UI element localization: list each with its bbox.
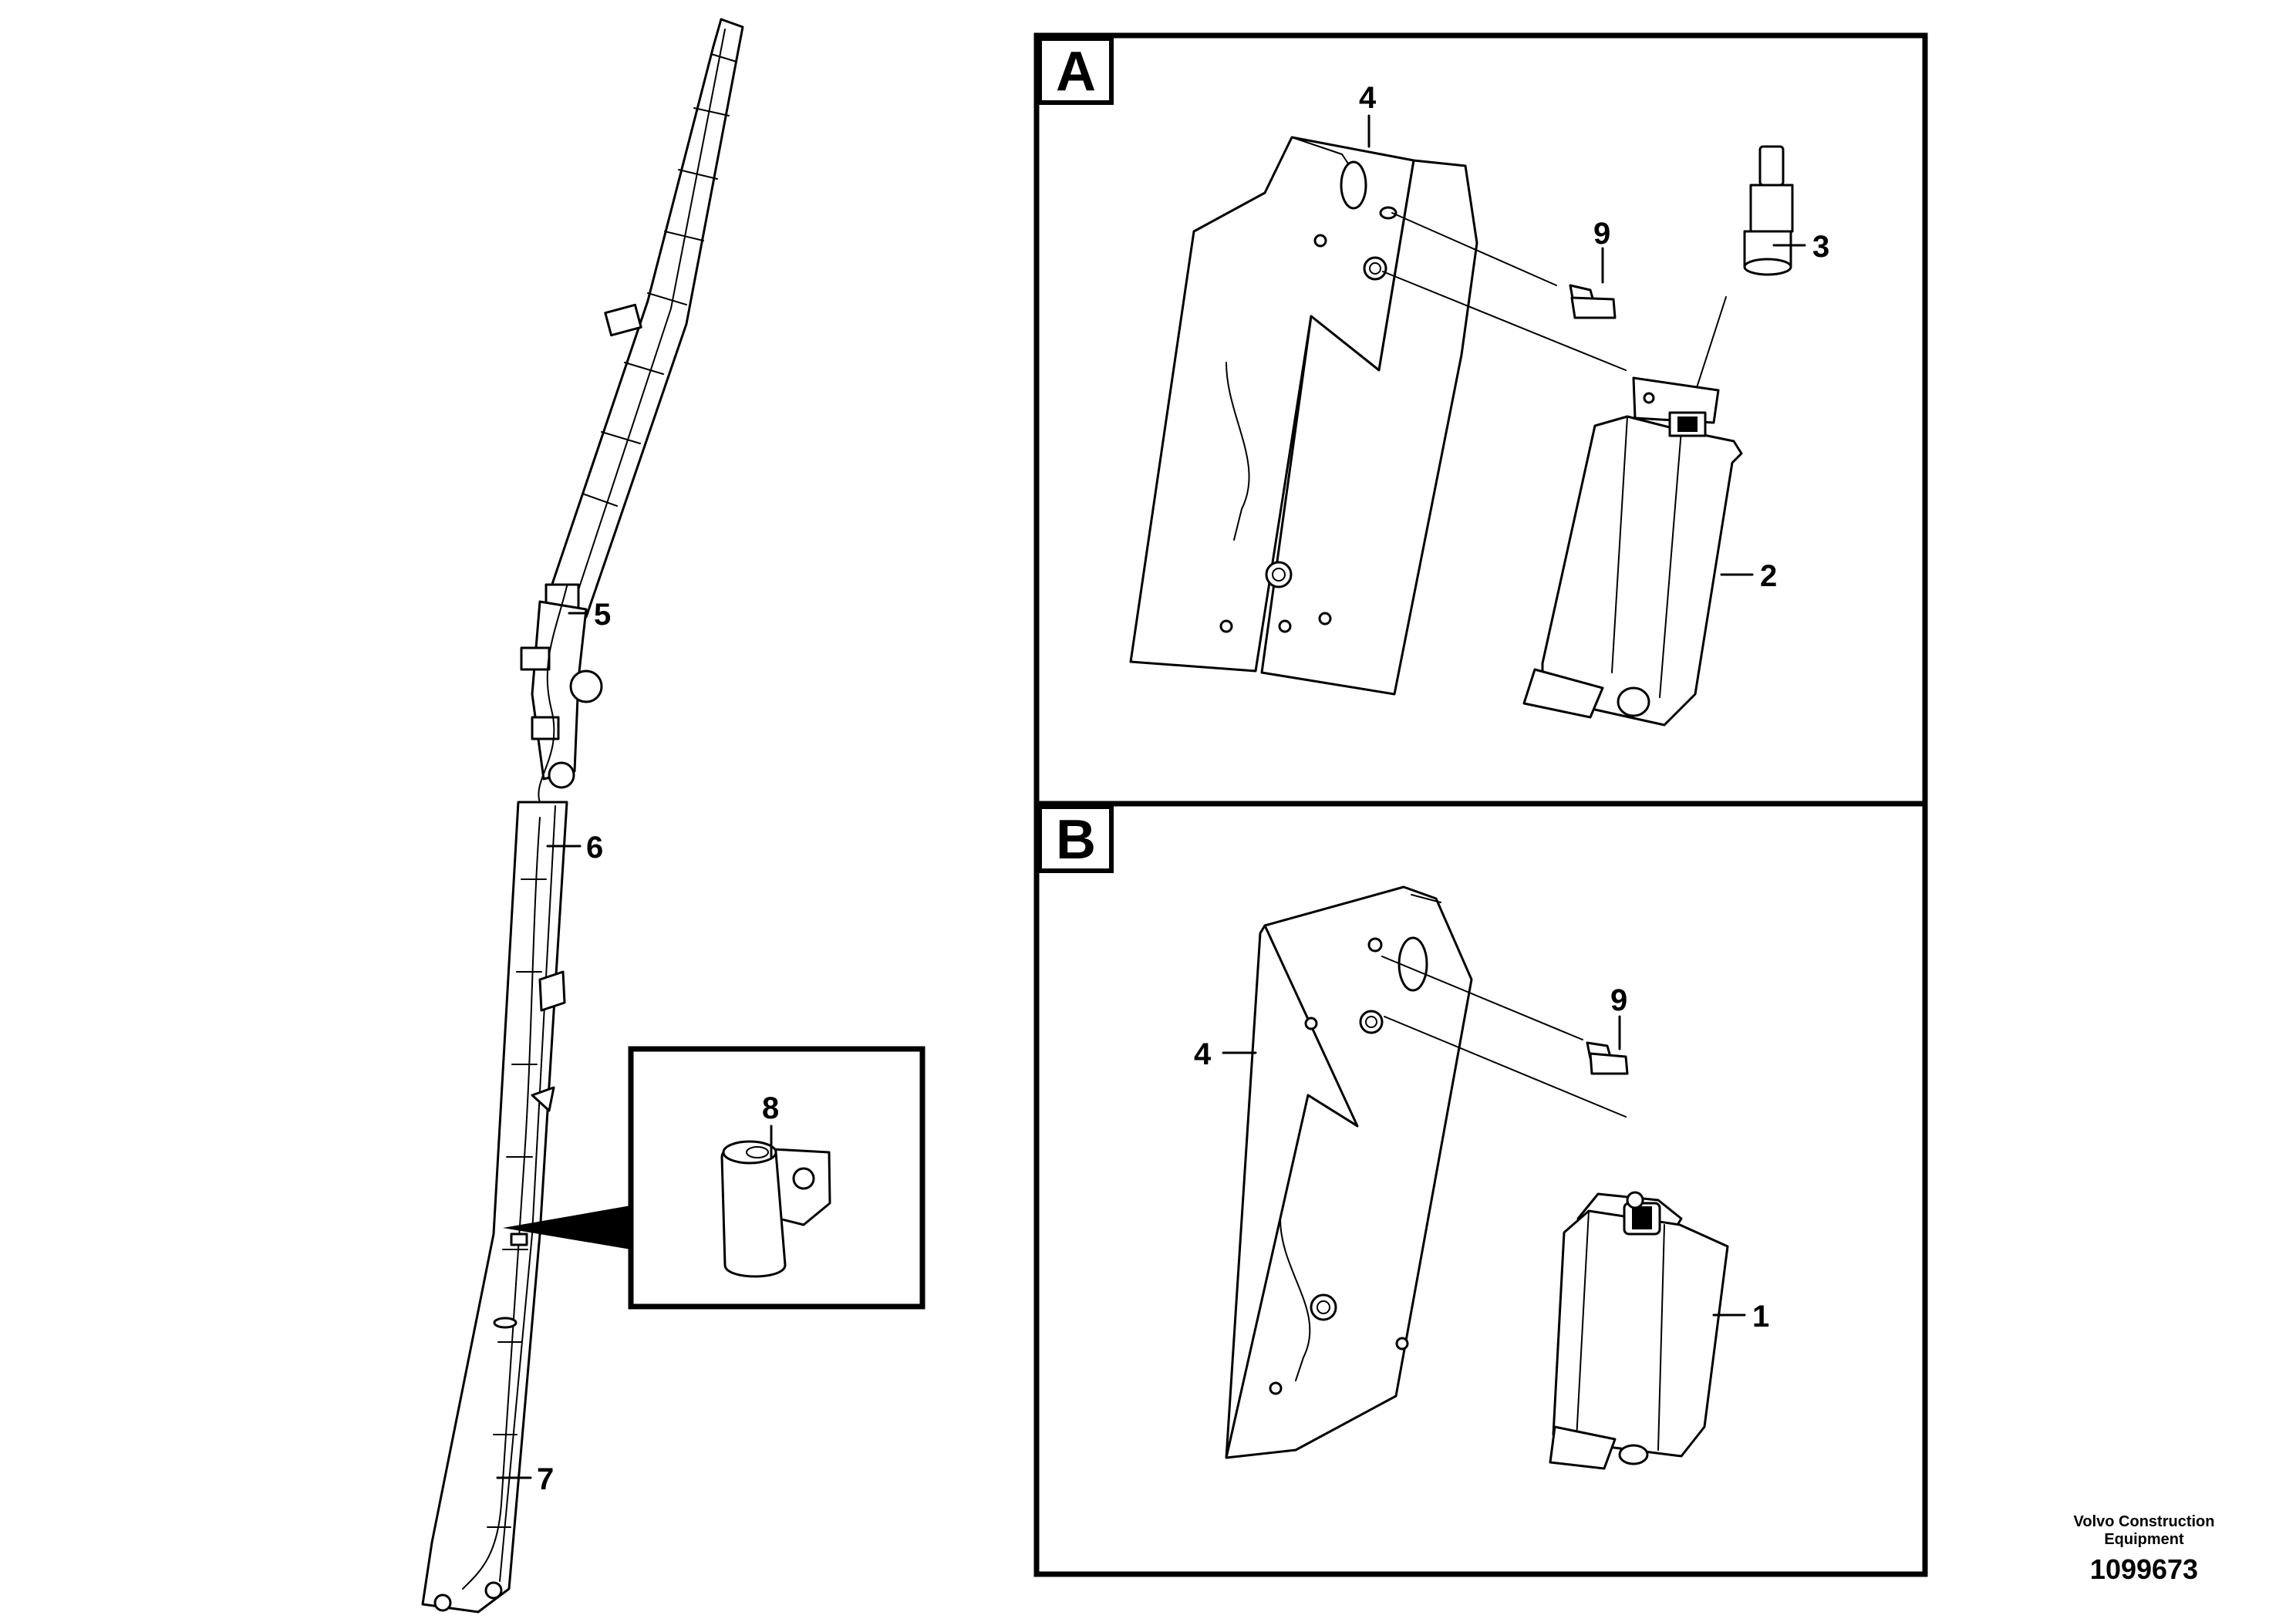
callout-a-2: 2 (1760, 559, 1777, 593)
section-a-panel: A (1033, 32, 1928, 807)
callout-6: 6 (586, 831, 603, 865)
callout-7: 7 (537, 1462, 554, 1496)
callout-5: 5 (594, 598, 611, 632)
callout-8: 8 (762, 1091, 779, 1125)
manufacturer-line-2: Equipment (2104, 1531, 2184, 1548)
callout-a-4: 4 (1359, 81, 1377, 115)
boom-assembly (421, 18, 744, 1614)
unit-1-b (1549, 1191, 1729, 1470)
detail-box-clamp (628, 1046, 925, 1310)
detail-pointer (503, 1206, 631, 1249)
callout-b-4: 4 (1194, 1037, 1212, 1071)
section-a-label: A (1056, 41, 1096, 103)
callout-a-9: 9 (1593, 217, 1610, 251)
callout-b-1: 1 (1752, 1300, 1769, 1334)
drawing-number: 1099673 (2089, 1553, 2199, 1585)
bolt-b (1586, 1041, 1629, 1075)
callout-a-3: 3 (1812, 230, 1829, 264)
manufacturer-line-1: Volvo Construction (2073, 1513, 2215, 1530)
footer-block: Volvo Construction Equipment 1099673 (2052, 1513, 2237, 1586)
unit-2-a (1522, 376, 1743, 727)
bolt-a (1569, 284, 1617, 319)
sensor-a (1743, 145, 1794, 276)
callout-b-9: 9 (1610, 983, 1627, 1017)
section-b-label: B (1056, 809, 1096, 871)
section-b-panel: B (1033, 801, 1928, 1577)
